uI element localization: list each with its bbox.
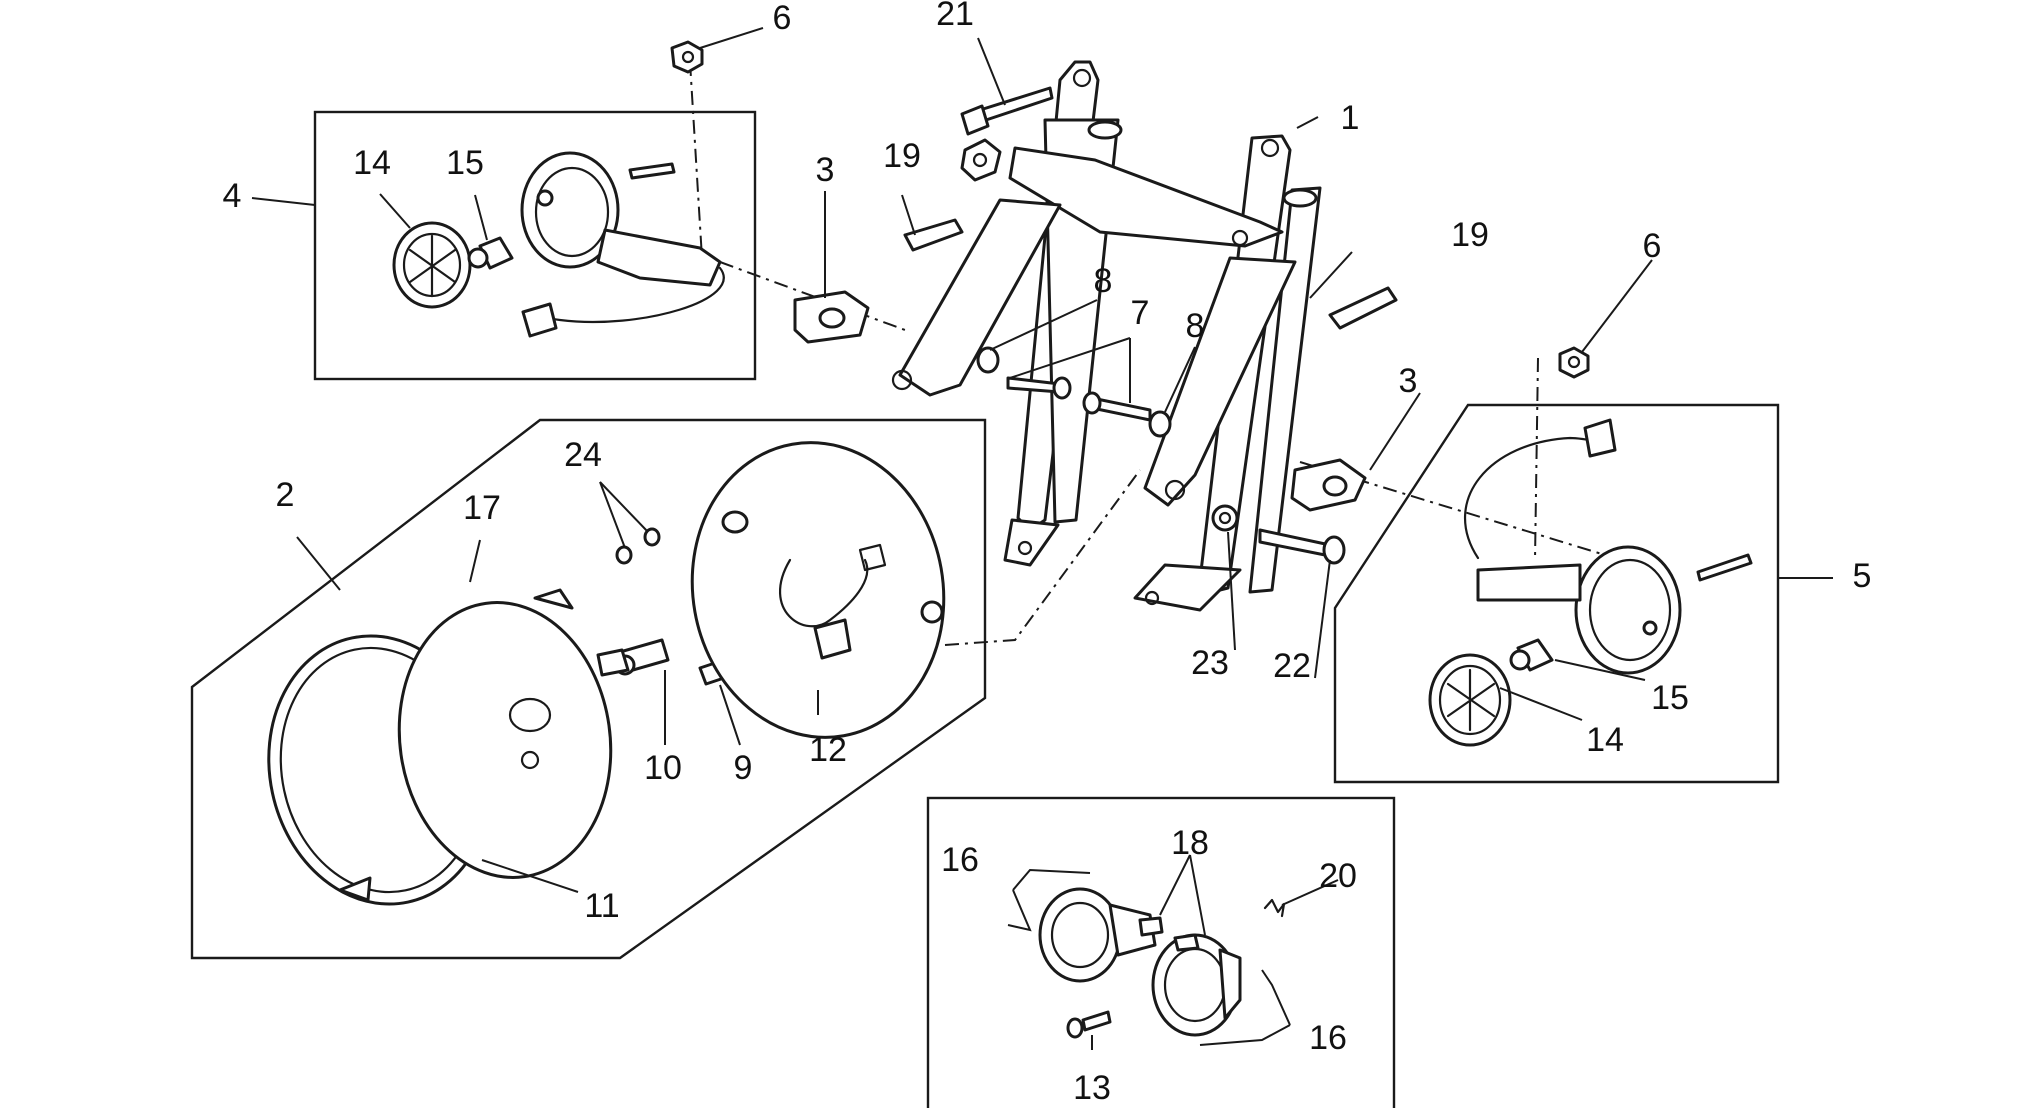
group-box-turn-signal-left xyxy=(313,110,757,381)
horn-16-left xyxy=(1038,887,1164,983)
callout-4: 4 xyxy=(223,177,242,215)
washer-8-right xyxy=(1148,410,1172,438)
callout-24: 24 xyxy=(564,436,602,474)
callout-9: 9 xyxy=(734,749,753,787)
callout-20: 20 xyxy=(1319,857,1357,895)
callout-1: 1 xyxy=(1341,99,1360,137)
bulb-15-left xyxy=(467,236,514,270)
callout-10: 10 xyxy=(644,749,682,787)
bracket-nut xyxy=(960,138,1002,182)
bolt-21 xyxy=(960,86,1054,136)
nut-6-left xyxy=(670,40,704,74)
callout-15-left: 15 xyxy=(446,144,484,182)
callout-5: 5 xyxy=(1853,557,1872,595)
callout-3-right: 3 xyxy=(1399,362,1418,400)
bush-3-right xyxy=(1290,458,1367,512)
turn-signal-housing-left xyxy=(520,151,725,338)
nut-6-right xyxy=(1558,346,1590,379)
callout-6-left: 6 xyxy=(773,0,792,37)
callout-14-left: 14 xyxy=(353,144,391,182)
callout-6-right: 6 xyxy=(1643,227,1662,265)
callout-8-right: 8 xyxy=(1186,307,1205,345)
turn-signal-lens-14-right xyxy=(1428,653,1512,747)
group-box-turn-signal-right xyxy=(1333,403,1780,784)
callout-16-left: 16 xyxy=(941,841,979,879)
washer-8-left xyxy=(976,346,1000,374)
clip-19-left xyxy=(903,218,964,252)
bulb-15-right xyxy=(1509,638,1554,672)
leader-lines xyxy=(251,27,1833,1050)
callout-18: 18 xyxy=(1171,824,1209,862)
bolt-7-right xyxy=(1082,391,1152,422)
orings-24 xyxy=(615,527,661,565)
reflector-17 xyxy=(397,588,613,879)
callout-17: 17 xyxy=(463,489,501,527)
clip-19-right xyxy=(1328,286,1398,330)
group-box-horns xyxy=(926,796,1396,1108)
bulb-10 xyxy=(596,638,670,677)
callout-15-right: 15 xyxy=(1651,679,1689,717)
bolt-7-left xyxy=(1006,376,1072,400)
callout-12: 12 xyxy=(809,731,847,769)
headlight-shell-12 xyxy=(690,441,946,739)
callout-3-left: 3 xyxy=(816,151,835,189)
bolt-22 xyxy=(1258,528,1346,565)
turn-signal-lens-14-left xyxy=(392,221,472,309)
callout-8-left: 8 xyxy=(1094,262,1113,300)
bush-3-left xyxy=(793,290,870,344)
callout-11: 11 xyxy=(584,887,619,925)
group-box-headlight xyxy=(190,418,987,960)
callout-22: 22 xyxy=(1273,647,1311,685)
callout-16-right: 16 xyxy=(1309,1019,1347,1057)
callout-2: 2 xyxy=(276,476,295,514)
callout-23: 23 xyxy=(1191,644,1229,682)
callout-21: 21 xyxy=(936,0,974,33)
callout-19-right: 19 xyxy=(1451,216,1489,254)
callout-7: 7 xyxy=(1131,294,1150,332)
horn-16-right xyxy=(1151,933,1242,1037)
turn-signal-housing-right xyxy=(1463,418,1753,675)
washer-23 xyxy=(1211,504,1239,532)
spring-nut-20 xyxy=(1263,898,1286,918)
callout-14-right: 14 xyxy=(1586,721,1624,759)
callout-13: 13 xyxy=(1073,1069,1111,1107)
headlight-bracket xyxy=(891,60,1322,612)
screw-13 xyxy=(1066,1010,1112,1039)
callout-labels: 1 2 3 3 4 5 6 6 7 8 8 9 10 11 12 13 14 1… xyxy=(223,0,1872,1107)
callout-19-left: 19 xyxy=(883,137,921,175)
